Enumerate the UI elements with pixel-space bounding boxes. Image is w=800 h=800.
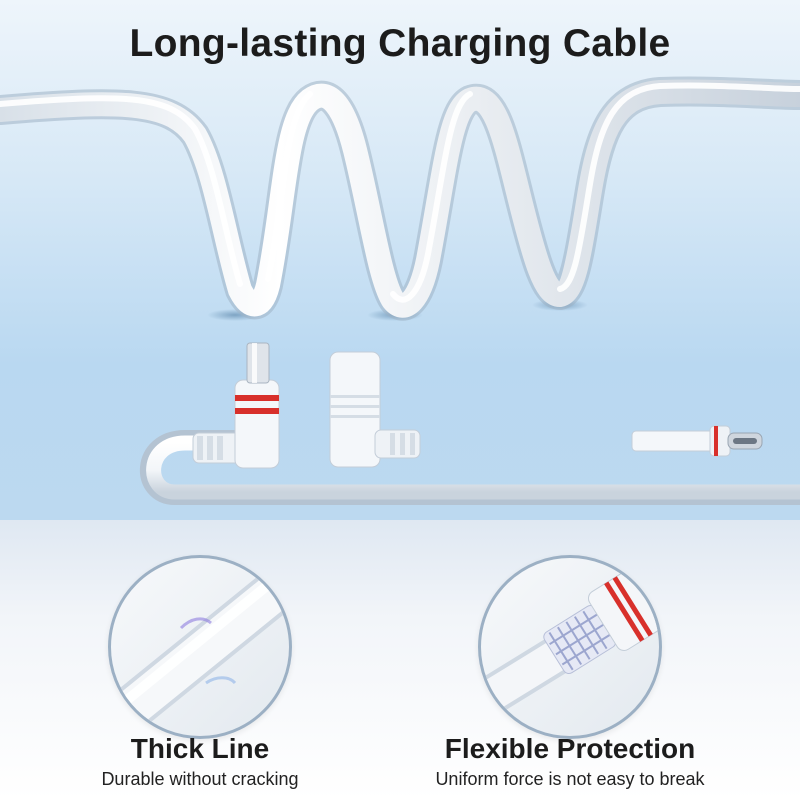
dc-male-plug: [192, 342, 280, 469]
coiled-cable: [0, 79, 800, 318]
dc-female-socket: [329, 351, 421, 468]
feature-subtitle: Durable without cracking: [101, 769, 299, 789]
coiled-cable-illustration: [0, 76, 800, 505]
page-title: Long-lasting Charging Cable: [129, 22, 671, 65]
coiled-cable-shadow: [0, 76, 800, 321]
cable-highlight: [0, 82, 800, 303]
red-ring-accent: [235, 408, 279, 414]
straight-cable: [146, 435, 800, 500]
product-hero-panel: Long-lasting Charging Cable: [0, 0, 800, 520]
usb-c-connector: [631, 425, 763, 457]
feature-subtitle: Uniform force is not easy to break: [435, 769, 705, 789]
red-ring-accent: [235, 395, 279, 401]
flex-protector-icon: [478, 555, 662, 739]
thick-cable-icon: [108, 555, 292, 739]
red-ring-accent: [714, 426, 718, 456]
feature-title: Thick Line: [130, 733, 270, 764]
feature-title: Flexible Protection: [444, 733, 696, 764]
